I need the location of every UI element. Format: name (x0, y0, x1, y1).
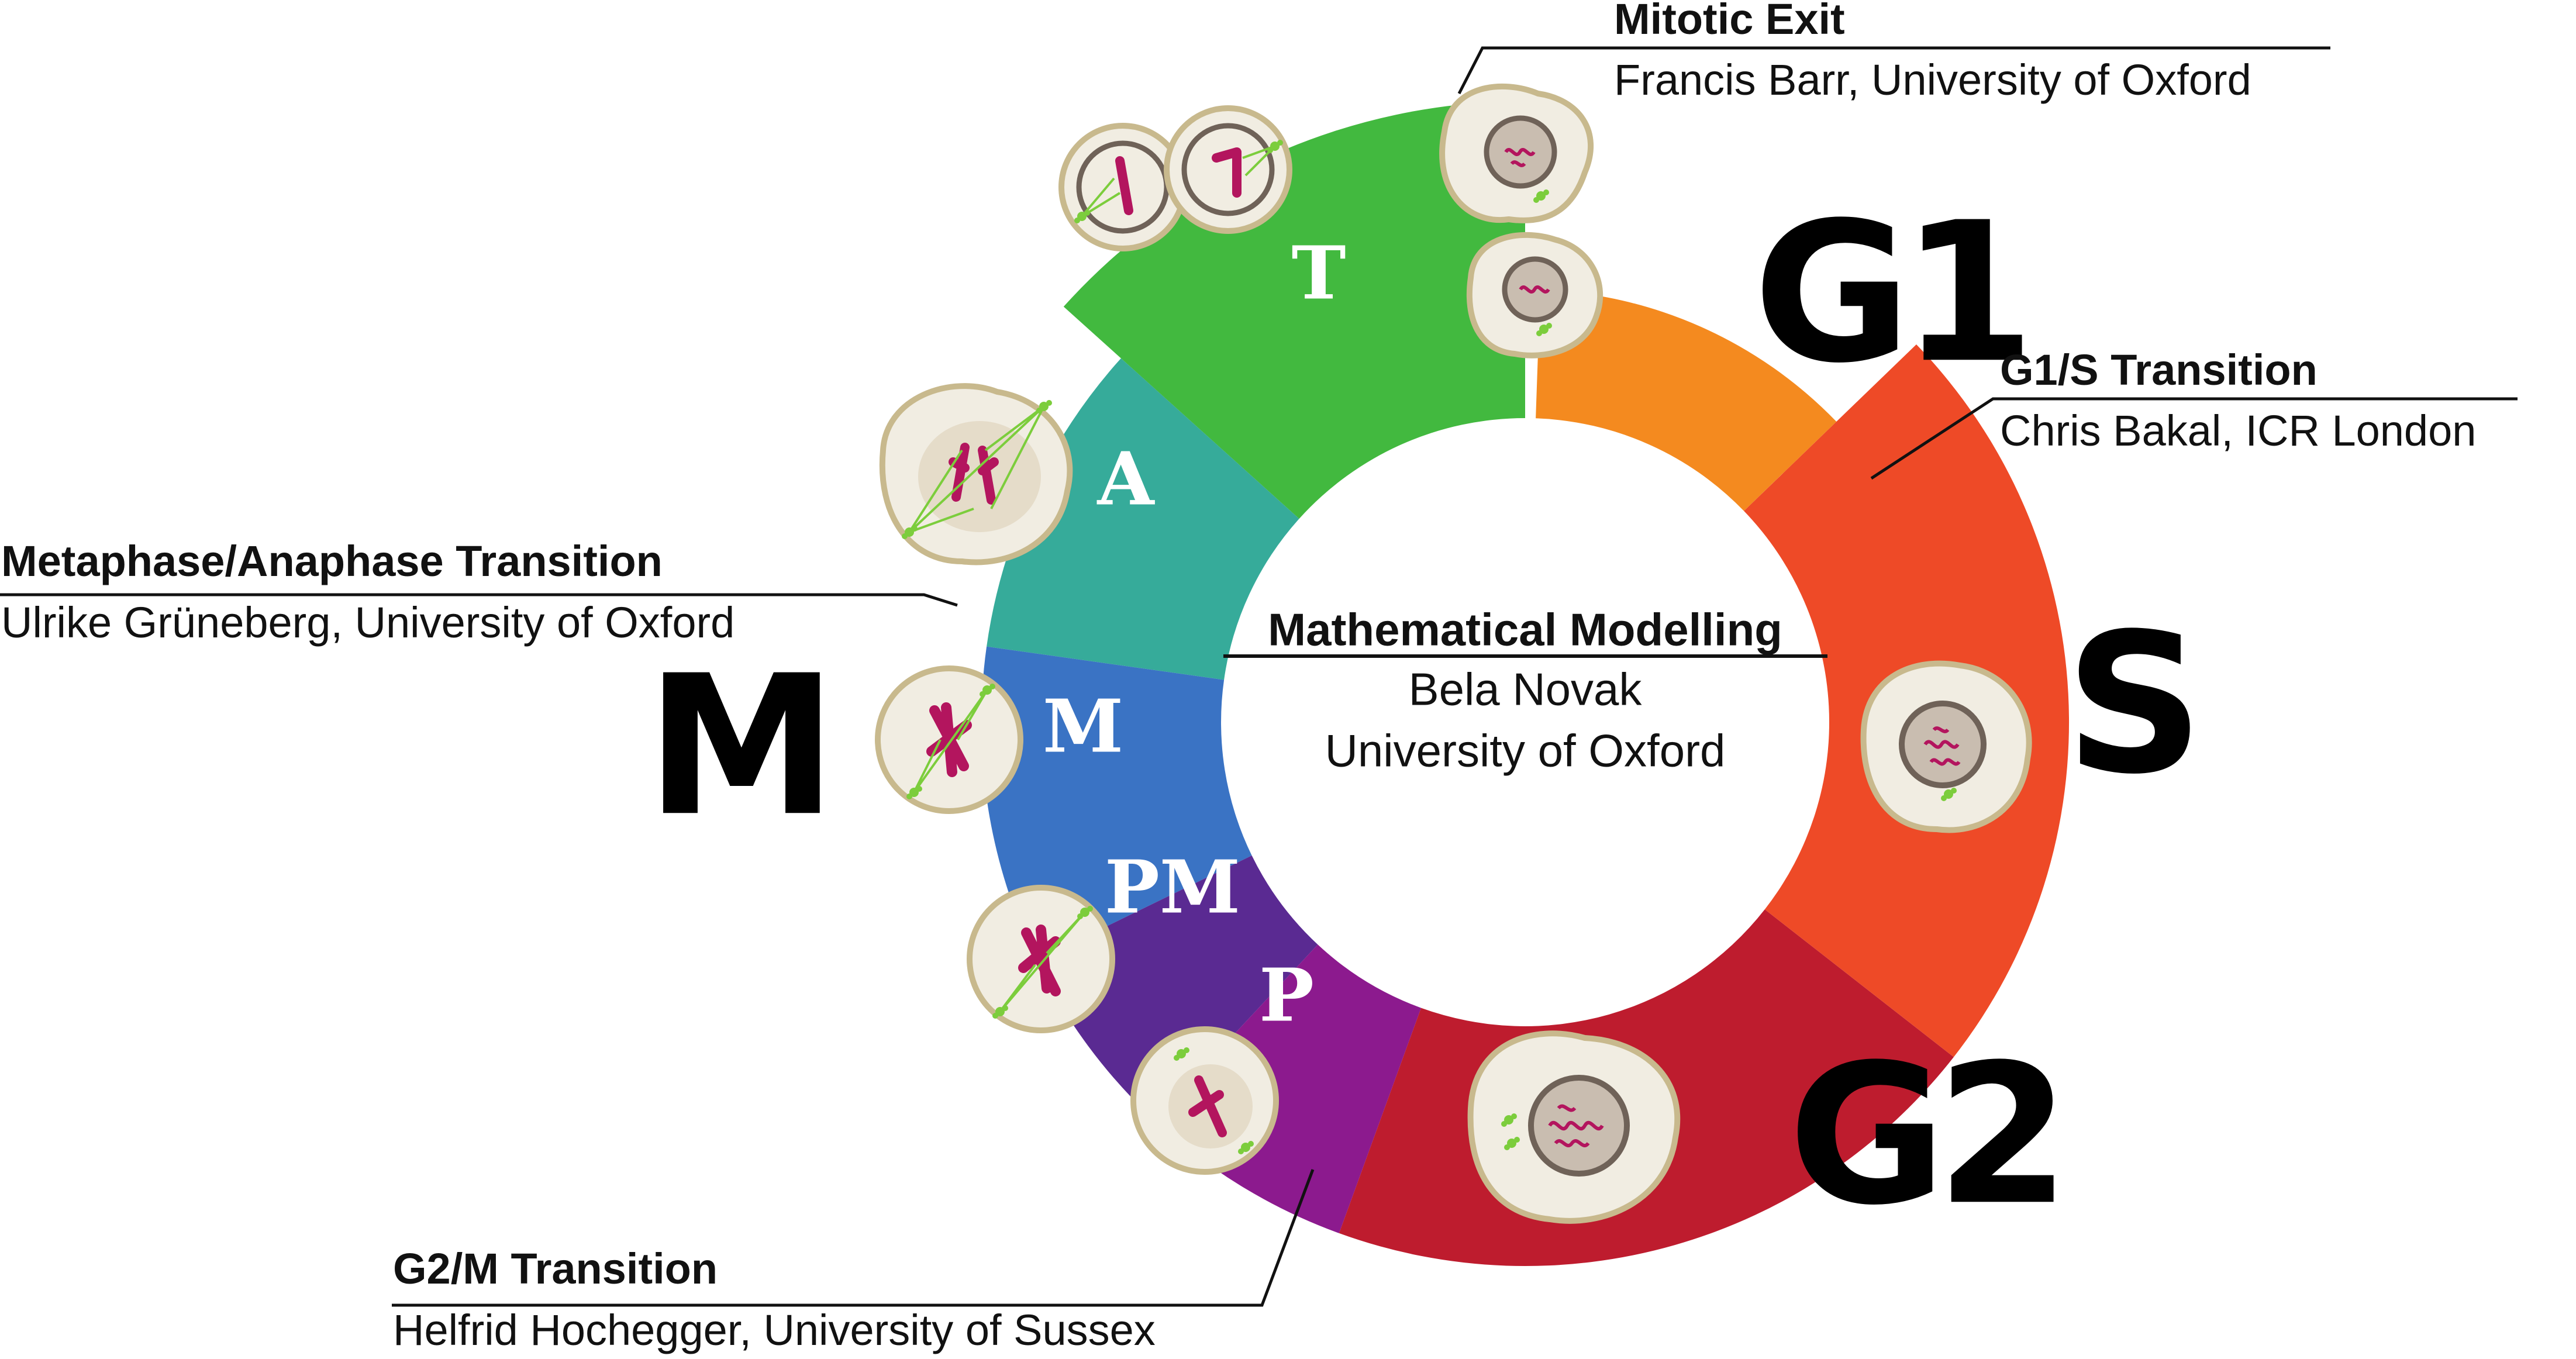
stage-label-a: A (1097, 437, 1156, 522)
cell-telophase-left (1058, 123, 1187, 251)
g2m-leader (392, 1169, 1315, 1307)
meta-ana-title: Metaphase/Anaphase Transition (1, 537, 663, 585)
cell-prometaphase (967, 885, 1115, 1033)
meta-ana-subtitle: Ulrike Grüneberg, University of Oxford (1, 598, 734, 647)
center-institution: University of Oxford (1325, 725, 1726, 777)
phase-label-g1: G1 (1753, 181, 2025, 405)
stage-label-pm: PM (1105, 845, 1240, 930)
cell-telophase-right (1164, 105, 1292, 234)
segment-g1 (1536, 289, 1837, 511)
cell-anaphase (879, 383, 1073, 565)
segment-telophase (1063, 101, 1525, 519)
cell-metaphase (875, 665, 1023, 814)
g1s-leader (1870, 397, 2518, 480)
mitotic-exit-subtitle: Francis Barr, University of Oxford (1614, 56, 2251, 104)
stage-label-t: T (1291, 231, 1346, 316)
phase-label-m: M (646, 634, 837, 858)
cell-g2 (1467, 1030, 1681, 1224)
mitotic-exit-title: Mitotic Exit (1614, 0, 1845, 43)
center-title: Mathematical Modelling (1268, 604, 1782, 656)
segment-metaphase (981, 646, 1252, 961)
center-name: Bela Novak (1409, 664, 1643, 715)
phase-label-g2: G2 (1788, 1023, 2060, 1247)
g1s-subtitle: Chris Bakal, ICR London (2000, 406, 2476, 455)
g2m-title: G2/M Transition (393, 1244, 718, 1293)
stage-label-m: M (1043, 684, 1123, 770)
mitotic-exit-leader (1457, 46, 2330, 95)
cell-mitotic-exit (1439, 83, 1594, 223)
meta-ana-leader (0, 593, 958, 607)
cell-s (1860, 660, 2032, 833)
g2m-subtitle: Helfrid Hochegger, University of Sussex (393, 1306, 1156, 1354)
g1s-title: G1/S Transition (2000, 346, 2318, 394)
phase-label-s: S (2065, 592, 2204, 816)
stage-label-p: P (1259, 953, 1314, 1039)
segment-prometaphase (1036, 856, 1318, 1120)
cell-g1 (1466, 232, 1603, 358)
annotation-leaders (0, 46, 2518, 1307)
cell-prophase (1130, 1026, 1279, 1175)
